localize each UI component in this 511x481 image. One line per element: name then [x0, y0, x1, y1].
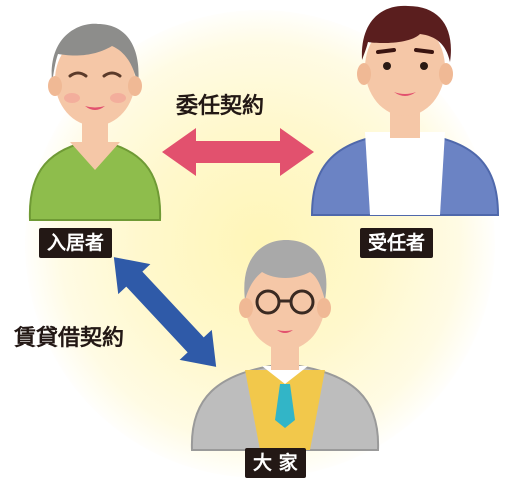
trustee-label: 受任者 [360, 228, 434, 258]
resident-label: 入居者 [39, 228, 113, 258]
trustee-illustration [310, 5, 500, 216]
delegation-arrow [162, 128, 314, 176]
delegation-contract-label: 委任契約 [176, 94, 265, 119]
lease-arrow [113, 257, 217, 367]
lease-contract-label: 賃貸借契約 [14, 326, 125, 351]
resident-illustration [28, 23, 162, 221]
landlord-illustration [190, 240, 380, 451]
landlord-label: 大 家 [245, 448, 306, 478]
